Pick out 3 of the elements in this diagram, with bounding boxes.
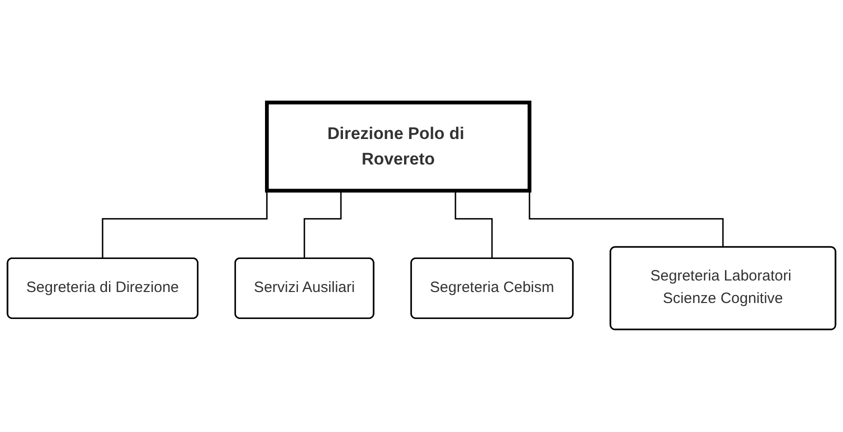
connector [304,190,342,260]
node-box: Direzione Polo di Rovereto [265,100,532,193]
connector [454,190,494,260]
